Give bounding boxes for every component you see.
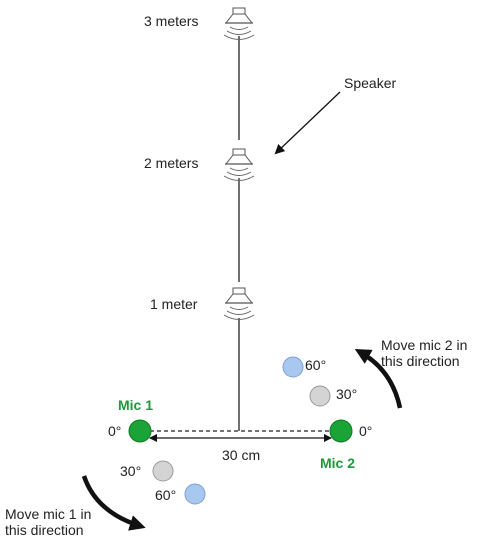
speaker-icon bbox=[223, 7, 255, 41]
mic2-position-60 bbox=[282, 356, 304, 378]
distance-label-1m: 1 meter bbox=[150, 296, 198, 312]
move-mic2-text-line1: Move mic 2 in bbox=[381, 337, 467, 353]
mic1-angle-30: 30° bbox=[120, 463, 141, 479]
mic1-dot bbox=[128, 419, 152, 443]
distance-label-2m: 2 meters bbox=[144, 155, 198, 171]
move-mic1-text-line1: Move mic 1 in bbox=[5, 506, 91, 522]
speaker-icon bbox=[223, 148, 255, 182]
mic1-position-60 bbox=[184, 483, 206, 505]
mic2-dot bbox=[329, 419, 353, 443]
distance-label-3m: 3 meters bbox=[144, 13, 198, 29]
mic1-angle-60: 60° bbox=[155, 487, 176, 503]
move-mic1-curved-arrow bbox=[81, 475, 146, 531]
mic2-angle-30: 30° bbox=[336, 386, 357, 402]
mic1-angle-0: 0° bbox=[108, 423, 121, 439]
mic2-angle-60: 60° bbox=[305, 357, 326, 373]
move-mic1-text-line2: this direction bbox=[5, 522, 84, 538]
spacing-label: 30 cm bbox=[222, 447, 260, 463]
mic1-position-30 bbox=[152, 460, 174, 482]
mic1-label: Mic 1 bbox=[118, 397, 153, 413]
mic2-label: Mic 2 bbox=[320, 455, 355, 471]
move-mic2-curved-arrow bbox=[354, 349, 403, 409]
mic2-angle-0: 0° bbox=[359, 423, 372, 439]
move-mic2-text-line2: this direction bbox=[381, 353, 460, 369]
speaker-callout-arrow bbox=[274, 91, 341, 155]
mic2-position-30 bbox=[309, 385, 331, 407]
speaker-icon bbox=[223, 287, 255, 321]
speaker-callout-label: Speaker bbox=[344, 75, 396, 91]
